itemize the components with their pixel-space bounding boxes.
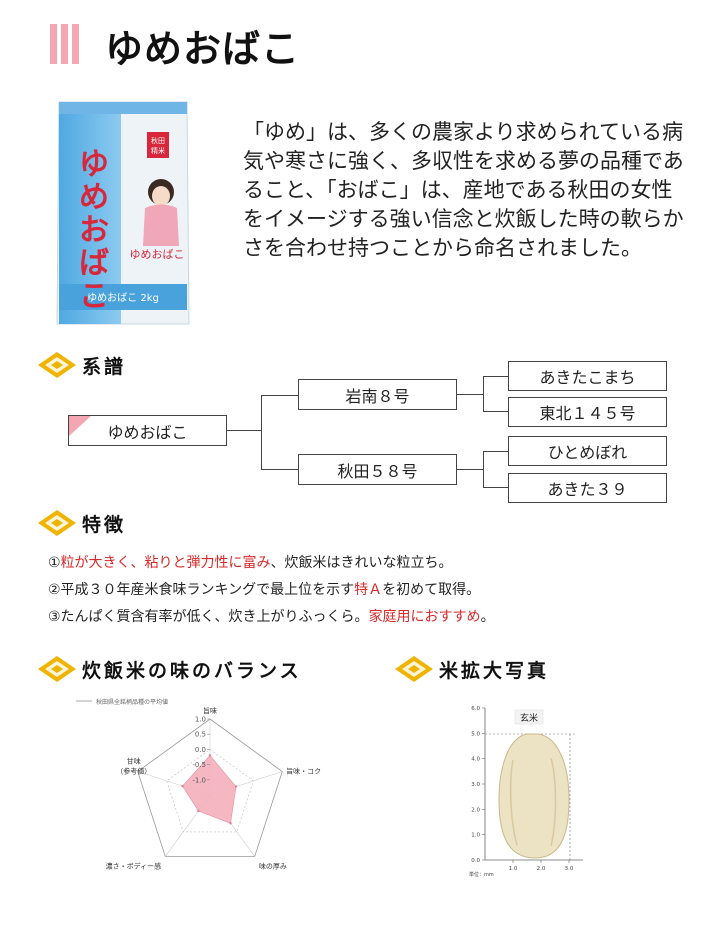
radar-axis-label: 味の厚み [259,862,287,871]
radar-axis-label: 旨味・コク [286,766,321,775]
rice-grain-photo: 6.0 5.0 4.0 3.0 2.0 1.0 0.0 1.0 2.0 3.0 単位：mm 玄米 [455,700,605,885]
scale-tick-label-x: 3.0 [565,866,574,872]
legend-label: 秋田県全銘柄品種の平均値 [96,698,168,706]
radar-axis-label: 旨味 [203,706,217,715]
scale-tick-label-x: 2.0 [537,866,546,872]
rice-grain-ridge [550,757,557,847]
rice-grain [498,733,570,859]
radar-tick-label: 0.0 [195,746,206,754]
diamond-bullet-icon [38,352,76,378]
title-decoration [50,24,80,64]
feature-item-3: ③たんぱく質含有率が低く、炊き上がりふっくら。家庭用におすすめ。 [48,609,495,625]
diamond-bullet-icon [38,656,76,682]
radar-average-line [166,749,254,833]
bag-name-vertical: ゆめおばこ [79,147,109,314]
section-heading-lineage: 系譜 [38,352,126,378]
scale-unit-label: 単位：mm [469,871,494,878]
radar-axis-label: 濃さ・ボディー感 [106,862,162,871]
radar-tick-label: -0.5 [192,761,206,769]
scale-tick-label-y: 0.0 [471,858,480,864]
taste-balance-chart: 秋田県全銘柄品種の平均値 1.0 0.5 0.0 -0.5 -1.0 旨味旨味・コク味の厚み… [70,695,370,885]
scale-tick-label-y: 3.0 [471,782,480,788]
radar-point [197,809,200,813]
svg-text:ゆめおばこ 2kg: ゆめおばこ 2kg [87,292,159,304]
diamond-bullet-icon [38,510,76,536]
rice-grain-ridge [509,759,518,846]
lineage-parent1: 岩南８号 [298,379,457,410]
radar-point [208,754,212,757]
radar-point [181,784,184,788]
radar-grid-outer [137,718,283,857]
radar-point [229,822,232,825]
page-title: ゆめおばこ [105,27,301,71]
product-bag-image: 秋田 精米 ゆめおばこ ゆめおばこ 2kg ゆめおばこ [53,96,193,332]
intro-text: 「ゆめ」は、多くの農家より求められている病気や寒さに強く、多収性を求める夢の品種… [243,120,684,260]
radar-axis-label: （参考値） [116,766,151,775]
radar-tick-label: 1.0 [195,716,206,724]
scale-tick-label-y: 5.0 [471,731,480,737]
lineage-gp4: あきた３９ [508,473,667,503]
svg-text:精米: 精米 [151,146,165,155]
svg-text:秋田: 秋田 [151,136,165,145]
lineage-root: ゆめおばこ [68,415,227,446]
scale-tick-label-x: 1.0 [509,866,518,872]
section-heading-photo: 米拡大写真 [395,656,549,682]
scale-tick-label-y: 1.0 [471,833,480,839]
lineage-parent2: 秋田５８号 [298,454,457,485]
feature-item-1: ①粒が大きく、粘りと弾力性に富み、炊飯米はきれいな粒立ち。 [48,555,453,571]
rice-label: 玄米 [520,712,538,724]
scale-tick-label-y: 4.0 [471,757,480,763]
radar-series-polygon [182,755,237,824]
svg-text:ゆめおばこ: ゆめおばこ [130,248,185,261]
scale-tick-label-y: 2.0 [471,807,480,813]
section-heading-balance: 炊飯米の味のバランス [38,656,302,682]
scale-tick-label-y: 6.0 [471,706,480,712]
radar-axis-label: 甘味 [127,756,141,765]
diamond-bullet-icon [395,656,433,682]
radar-tick-label: -1.0 [192,776,206,784]
rice-label-box [514,709,544,725]
radar-point [234,785,238,788]
lineage-gp2: 東北１４５号 [508,397,667,427]
lineage-gp1: あきたこまち [508,361,667,391]
feature-item-2: ②平成３０年産米食味ランキングで最上位を示す特Ａを初めて取得。 [48,582,481,598]
lineage-gp3: ひとめぼれ [508,436,667,466]
radar-tick-label: 0.5 [195,731,206,739]
section-heading-features: 特徴 [38,510,126,536]
